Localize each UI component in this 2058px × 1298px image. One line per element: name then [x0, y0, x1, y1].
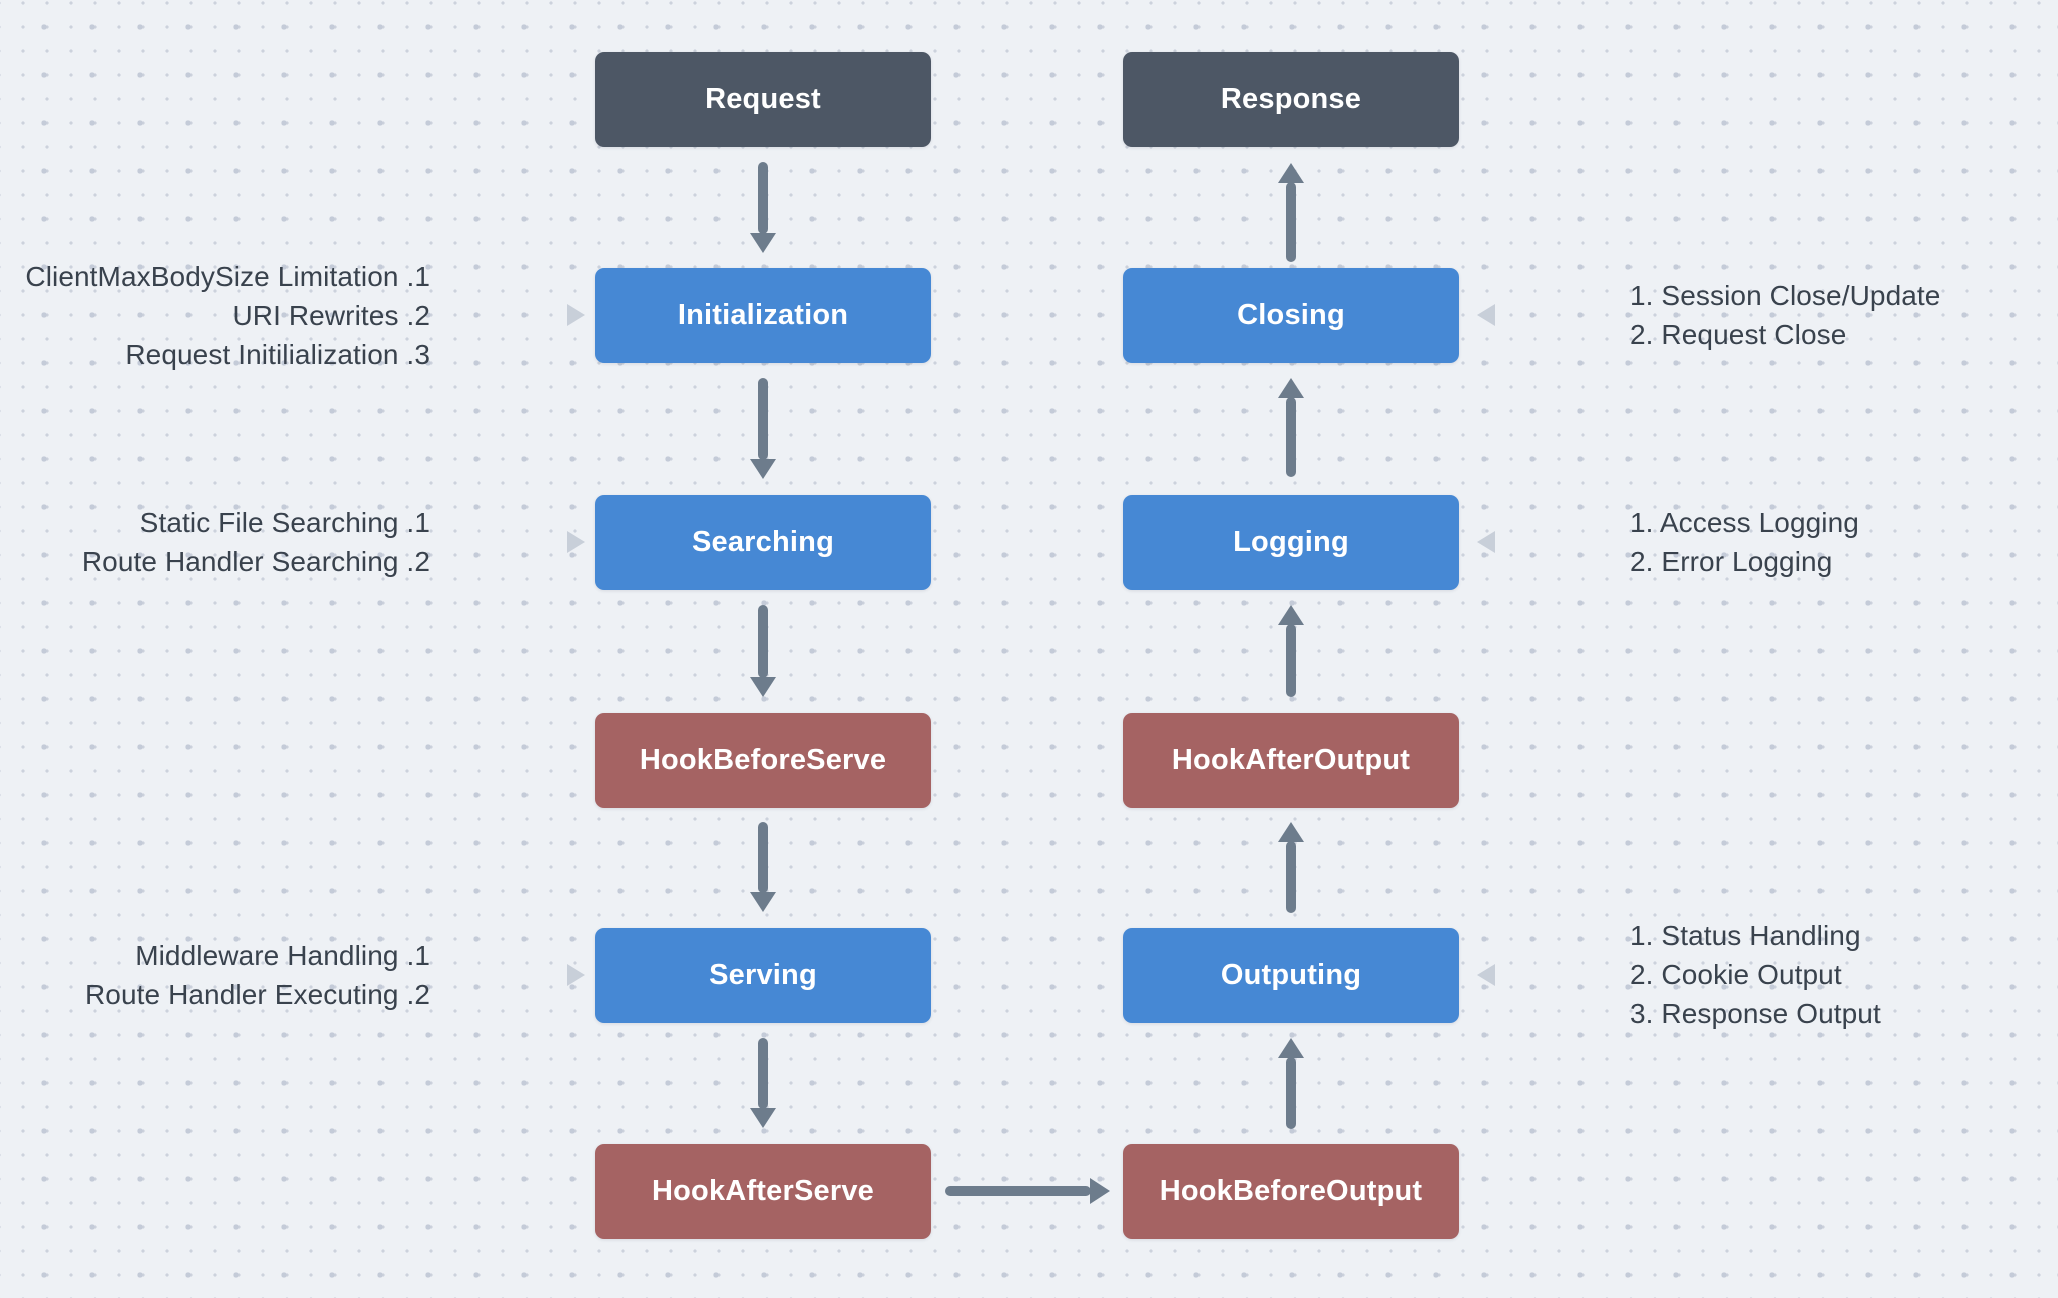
node-label: Searching — [691, 526, 834, 558]
arrow-closing-to-response — [1278, 163, 1304, 262]
arrow-stem — [1286, 182, 1296, 262]
node-label: HookAfterOutput — [1171, 744, 1411, 776]
annotation-logging: 1. Access Logging 2. Error Logging — [1630, 503, 1859, 581]
annotation-serving: Middleware Handling .1 Route Handler Exe… — [85, 936, 430, 1014]
arrow-down-icon — [750, 459, 776, 479]
node-label: Outputing — [1220, 959, 1362, 991]
annotation-searching: Static File Searching .1 Route Handler S… — [82, 503, 430, 581]
arrow-right-icon — [567, 531, 585, 553]
node-closing: Closing — [1123, 268, 1459, 363]
node-outputing: Outputing — [1123, 928, 1459, 1023]
arrow-hookafterserve-to-hookbeforeoutput — [945, 1178, 1110, 1204]
node-label: Request — [705, 83, 821, 115]
arrow-stem — [758, 162, 768, 234]
annotation-arrow-closing — [1477, 304, 1617, 326]
node-label: Initialization — [677, 299, 849, 331]
annotation-arrow-outputing — [1477, 964, 1617, 986]
arrow-right-icon — [1090, 1178, 1110, 1204]
node-response: Response — [1123, 52, 1459, 147]
arrow-up-icon — [1278, 605, 1304, 625]
annotation-line: Static File Searching .1 — [139, 507, 430, 538]
annotation-arrow-logging — [1477, 531, 1617, 553]
arrow-stem — [758, 822, 768, 893]
annotation-line: Route Handler Executing .2 — [84, 979, 430, 1010]
arrow-stem — [758, 378, 768, 460]
node-hook-after-output: HookAfterOutput — [1123, 713, 1459, 808]
arrow-right-icon — [567, 304, 585, 326]
node-label: HookBeforeServe — [639, 744, 887, 776]
arrow-stem — [758, 1038, 768, 1109]
annotation-arrow-searching — [445, 531, 585, 553]
arrow-initialization-to-searching — [750, 378, 776, 479]
arrow-searching-to-hookbeforeserve — [750, 605, 776, 697]
annotation-outputing: 1. Status Handling 2. Cookie Output 3. R… — [1630, 916, 1881, 1033]
node-hook-before-serve: HookBeforeServe — [595, 713, 931, 808]
annotation-line: 2. Error Logging — [1630, 546, 1833, 577]
annotation-arrow-serving — [445, 964, 585, 986]
arrow-down-icon — [750, 892, 776, 912]
arrow-stem — [758, 605, 768, 678]
arrow-up-icon — [1278, 378, 1304, 398]
arrow-up-icon — [1278, 163, 1304, 183]
node-request: Request — [595, 52, 931, 147]
arrow-up-icon — [1278, 822, 1304, 842]
arrow-hookbeforeserve-to-serving — [750, 822, 776, 912]
arrow-right-icon — [567, 964, 585, 986]
annotation-initialization: ClientMaxBodySize Limitation .1 URI Rewr… — [25, 257, 430, 374]
arrow-left-icon — [1477, 304, 1495, 326]
node-hook-before-output: HookBeforeOutput — [1123, 1144, 1459, 1239]
node-label: HookAfterServe — [652, 1175, 874, 1207]
annotation-line: 2. Request Close — [1630, 319, 1847, 350]
node-logging: Logging — [1123, 495, 1459, 590]
arrow-hookafteroutput-to-logging — [1278, 605, 1304, 697]
arrow-left-icon — [1477, 964, 1495, 986]
node-label: Serving — [709, 959, 817, 991]
node-label: Logging — [1233, 526, 1349, 558]
annotation-arrow-initialization — [445, 304, 585, 326]
annotation-line: 2. Cookie Output — [1630, 959, 1842, 990]
arrow-left-icon — [1477, 531, 1495, 553]
arrow-logging-to-closing — [1278, 378, 1304, 477]
annotation-line: 1. Access Logging — [1630, 507, 1859, 538]
node-initialization: Initialization — [595, 268, 931, 363]
annotation-line: URI Rewrites .2 — [232, 300, 430, 331]
arrow-down-icon — [750, 1108, 776, 1128]
arrow-serving-to-hookafterserve — [750, 1038, 776, 1128]
node-label: HookBeforeOutput — [1159, 1175, 1423, 1207]
arrow-outputing-to-hookafteroutput — [1278, 822, 1304, 913]
arrow-down-icon — [750, 677, 776, 697]
arrow-request-to-initialization — [750, 162, 776, 253]
arrow-stem — [1286, 1057, 1296, 1129]
arrow-stem — [1286, 841, 1296, 913]
annotation-line: ClientMaxBodySize Limitation .1 — [25, 261, 430, 292]
node-label: Closing — [1237, 299, 1345, 331]
annotation-line: Middleware Handling .1 — [135, 940, 430, 971]
arrow-down-icon — [750, 233, 776, 253]
node-label: Response — [1220, 83, 1362, 115]
annotation-line: Request Initilialization .3 — [125, 339, 430, 370]
node-searching: Searching — [595, 495, 931, 590]
node-hook-after-serve: HookAfterServe — [595, 1144, 931, 1239]
annotation-line: 1. Status Handling — [1630, 920, 1861, 951]
node-serving: Serving — [595, 928, 931, 1023]
arrow-up-icon — [1278, 1038, 1304, 1058]
annotation-line: 1. Session Close/Update — [1630, 280, 1941, 311]
annotation-line: Route Handler Searching .2 — [81, 546, 430, 577]
arrow-stem — [1286, 397, 1296, 477]
arrow-stem — [945, 1186, 1091, 1196]
arrow-stem — [1286, 624, 1296, 697]
arrow-hookbeforeoutput-to-outputing — [1278, 1038, 1304, 1129]
annotation-line: 3. Response Output — [1630, 998, 1881, 1029]
annotation-closing: 1. Session Close/Update 2. Request Close — [1630, 276, 1940, 354]
